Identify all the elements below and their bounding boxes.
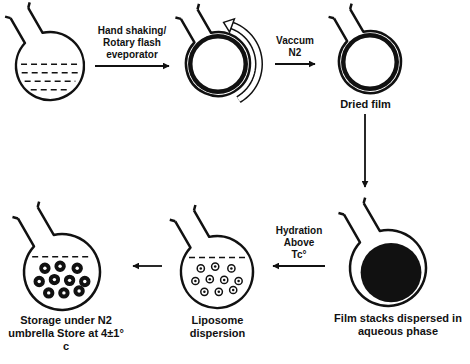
flask-lip [338,198,367,217]
liposome-core [214,265,217,268]
liquid-line [25,81,76,83]
flask-label: Storage under N2 umbrella Store at 4±1° … [2,314,130,353]
liposome [74,286,84,296]
liposome-core [230,267,233,270]
flask-outline [321,190,440,320]
liquid-line [32,256,92,258]
liquid-line [189,257,245,259]
flask-label: Dried film [318,98,413,111]
flask-outline [0,0,96,112]
liposome-core [83,280,86,283]
liposome-core [209,278,212,281]
flask-outline [153,198,266,321]
flask-node: Storage under N2 umbrella Store at 4±1° … [2,196,130,353]
step-label: Hydration Above Tc° [274,225,324,261]
rotation-arrowhead [224,19,235,32]
liposome [44,288,54,298]
liposome-core [232,289,235,292]
liquid-line [31,89,70,91]
liposome-core [77,289,80,292]
liposome [192,277,199,284]
flask-outline [161,0,261,108]
liposome-core [218,291,221,294]
lipid-film [190,36,246,92]
flask-label: Liposome dispersion [165,314,270,340]
flask-node: Liposome dispersion [165,196,270,340]
liposome [228,265,235,272]
liposome-core [200,267,203,270]
flask-lip [175,4,201,21]
flask-lip [170,205,198,223]
process-arrow [133,265,162,267]
liposome-core [203,291,206,294]
liposome [59,288,69,298]
liposome [221,276,228,283]
liposome [215,288,222,295]
process-arrow [273,265,325,267]
flask-illustration [328,190,468,312]
liposome [206,276,213,283]
film-stack [361,243,422,302]
liposome [65,275,75,285]
liposome-core [62,291,65,294]
liposome-core [43,266,46,269]
process-arrow [364,114,366,187]
flask-illustration [2,196,130,314]
rotation-arrow [232,25,259,99]
liposome [72,263,82,273]
step-label: Vaccum N2 [272,35,318,59]
flask-lip [12,202,41,221]
liposome [34,277,44,287]
flask-illustration [2,4,92,104]
flask-label: Film stacks dispersed in aqueous phase [328,312,468,338]
process-arrow [95,65,169,67]
liposome [40,263,50,273]
liposome [80,277,90,287]
liposome [55,261,65,271]
flask-node: Film stacks dispersed in aqueous phase [328,190,468,338]
liposome-core [68,279,71,282]
flask-node: Dried film [318,4,413,111]
flask-outline [0,194,114,324]
liposome [235,277,242,284]
liposome-core [53,278,56,281]
liposome [230,286,237,293]
flask-illustration [172,4,272,104]
flask-illustration [318,4,413,98]
flask-illustration [165,196,270,314]
lipid-film [343,35,397,89]
flask-node [172,4,272,104]
liquid-line [22,72,79,74]
flask-node [2,4,92,104]
liposome [212,263,219,270]
process-arrow [275,63,315,65]
liposome [201,288,208,295]
liposome-core [37,280,40,283]
liquid-line [21,64,79,66]
liposome [197,265,204,272]
step-label: Hand shaking/ Rotary flash eveporator [96,25,168,61]
liposome-core [223,279,226,282]
liposome-core [47,291,50,294]
flask-lip [5,2,32,20]
flask-outline [315,0,412,104]
rotation-arrow [232,25,259,99]
liposome [49,275,59,285]
flask-lip [329,4,354,21]
liposome-core [58,265,61,268]
liposome-core [237,280,240,283]
liposome-core [75,266,78,269]
liposome-core [194,280,197,283]
